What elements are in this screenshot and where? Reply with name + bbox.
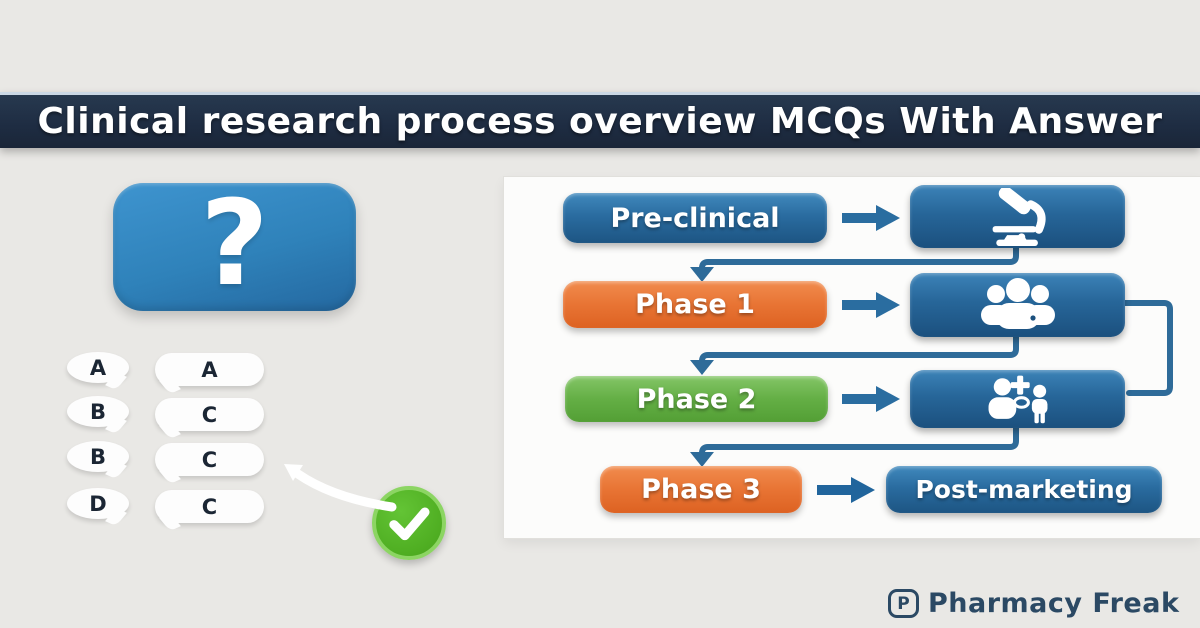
option-label: B: [89, 399, 106, 424]
right-arrow-icon: [817, 477, 875, 503]
brand-logo-letter: P: [897, 593, 910, 614]
answer-bubble: C: [155, 398, 264, 439]
question-tile: ?: [113, 183, 356, 311]
brand-name: Pharmacy Freak: [928, 588, 1180, 619]
title-band: Clinical research process overview MCQs …: [0, 92, 1200, 148]
stage-box-phase3: Phase 3: [600, 466, 802, 513]
stage-label: Pre-clinical: [610, 202, 780, 234]
bubble-tail: [105, 416, 127, 434]
option-bubble: D: [67, 488, 129, 526]
stage-box-phase2: Phase 2: [565, 376, 828, 422]
bubble-tail: [159, 513, 181, 531]
answer-bubble: C: [155, 443, 264, 484]
stage-box-preclinical: Pre-clinical: [563, 193, 827, 243]
patients-medical-box: [910, 370, 1125, 428]
patients-medical-icon: [988, 375, 1047, 424]
answer-bubble: C: [155, 490, 264, 531]
stage-label: Phase 2: [636, 383, 757, 415]
correct-check-icon: [372, 486, 446, 560]
option-label: B: [89, 444, 106, 469]
bubble-tail: [105, 508, 127, 526]
option-bubble: B: [67, 441, 129, 479]
post-marketing-box: Post-marketing: [886, 466, 1162, 513]
right-arrow-icon: [842, 205, 900, 231]
option-label: A: [89, 355, 107, 380]
right-arrow-icon: [842, 292, 900, 318]
bubble-tail: [159, 466, 181, 484]
microscope-box: [910, 185, 1125, 248]
answer-label: C: [201, 494, 218, 519]
participants-box: [910, 273, 1125, 337]
stage-label: Phase 1: [635, 289, 755, 320]
connector-lines: [690, 245, 1173, 467]
answer-label: C: [201, 447, 218, 472]
brand-lockup: P Pharmacy Freak: [888, 588, 1179, 619]
bubble-tail: [105, 461, 127, 479]
flowchart-panel: Pre-clinical Phase 1: [504, 177, 1200, 538]
right-arrow-icon: [842, 386, 900, 412]
answer-label: C: [201, 402, 218, 427]
bubble-tail: [159, 376, 181, 394]
stage-label: Post-marketing: [915, 475, 1133, 504]
checkmark-glyph: [389, 507, 430, 541]
brand-logo-icon: P: [888, 589, 919, 618]
question-mark: ?: [200, 174, 269, 312]
microscope-icon: [992, 187, 1046, 246]
option-bubble: A: [67, 352, 129, 390]
participants-icon: [980, 278, 1055, 329]
answer-bubble: A: [155, 353, 264, 394]
option-bubble: B: [67, 396, 129, 434]
bubble-tail: [159, 421, 181, 439]
stage-box-phase1: Phase 1: [563, 281, 827, 328]
answer-label: A: [201, 357, 218, 382]
option-label: D: [89, 491, 107, 516]
page-title: Clinical research process overview MCQs …: [37, 101, 1163, 142]
bubble-tail: [105, 372, 127, 390]
stage-label: Phase 3: [641, 474, 761, 505]
